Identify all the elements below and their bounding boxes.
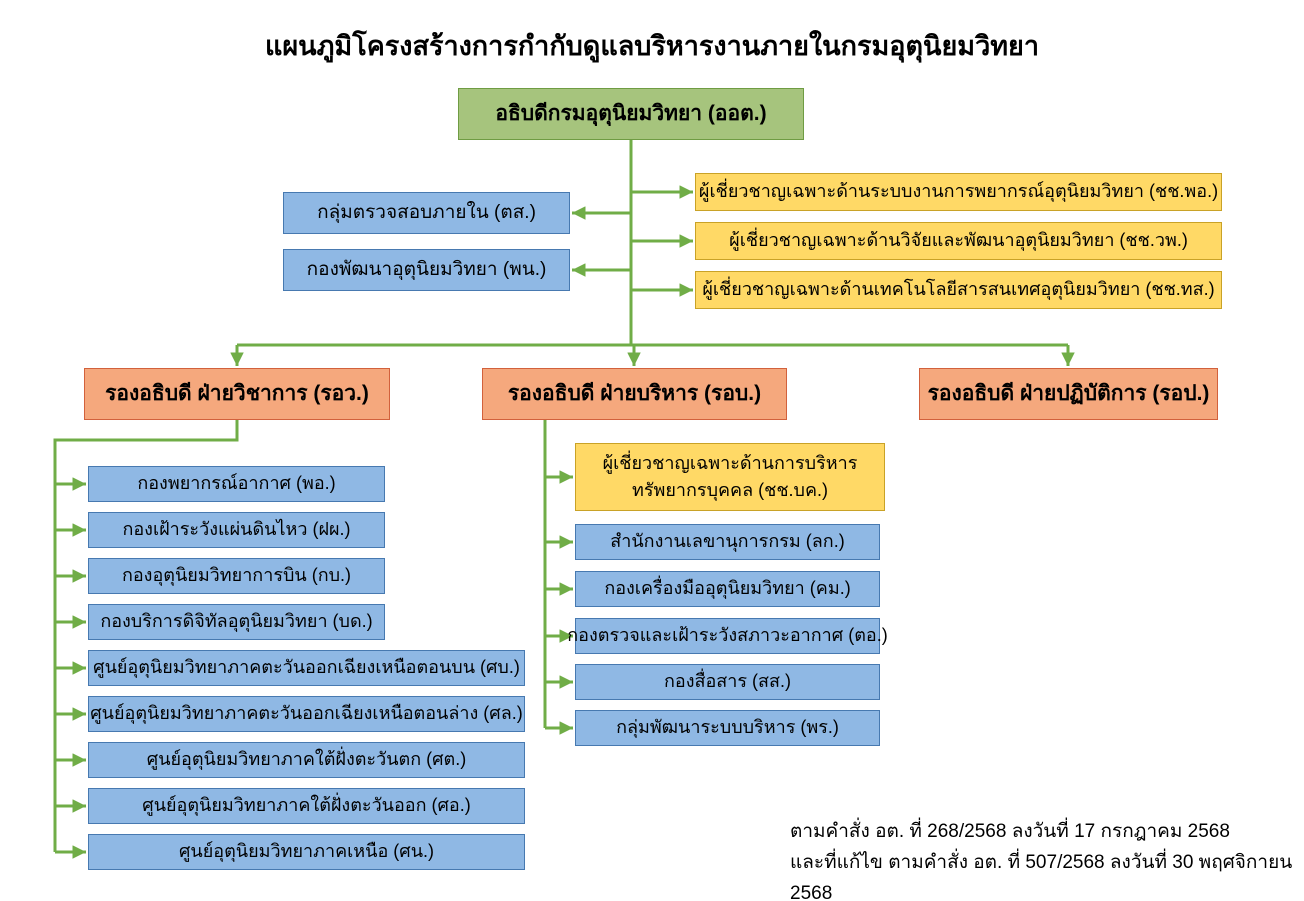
box-office-of-the-secretary: สำนักงานเลขานุการกรม (ลก.) xyxy=(575,524,880,560)
box-earthquake-observation-division: กองเฝ้าระวังแผ่นดินไหว (ฝผ.) xyxy=(88,512,385,548)
box-weather-forecast-division: กองพยากรณ์อากาศ (พอ.) xyxy=(88,466,385,502)
box-meteorological-instruments-division: กองเครื่องมืออุตุนิยมวิทยา (คม.) xyxy=(575,571,880,607)
box-deputy-operations: รองอธิบดี ฝ่ายปฏิบัติการ (รอป.) xyxy=(919,368,1218,420)
footnote: ตามคำสั่ง อต. ที่ 268/2568 ลงวันที่ 17 ก… xyxy=(790,816,1304,901)
box-director-general: อธิบดีกรมอุตุนิยมวิทยา (ออต.) xyxy=(458,88,804,140)
footnote-line1: ตามคำสั่ง อต. ที่ 268/2568 ลงวันที่ 17 ก… xyxy=(790,821,1230,842)
expert-hr-line2: ทรัพยากรบุคคล (ชช.บค.) xyxy=(631,480,829,500)
chart-title: แผนภูมิโครงสร้างการกำกับดูแลบริหารงานภาย… xyxy=(264,31,1040,61)
box-southern-west-coast-meteorological-center: ศูนย์อุตุนิยมวิทยาภาคใต้ฝั่งตะวันตก (ศต.… xyxy=(88,742,525,778)
box-expert-human-resources: ผู้เชี่ยวชาญเฉพาะด้านการบริหาร ทรัพยากรบ… xyxy=(575,443,885,511)
box-communication-division: กองสื่อสาร (สส.) xyxy=(575,664,880,700)
box-upper-northeastern-meteorological-center: ศูนย์อุตุนิยมวิทยาภาคตะวันออกเฉียงเหนือต… xyxy=(88,650,525,686)
box-weather-observation-division: กองตรวจและเฝ้าระวังสภาวะอากาศ (ตอ.) xyxy=(567,618,888,654)
box-deputy-academic: รองอธิบดี ฝ่ายวิชาการ (รอว.) xyxy=(84,368,390,420)
box-expert-research-development: ผู้เชี่ยวชาญเฉพาะด้านวิจัยและพัฒนาอุตุนิ… xyxy=(695,222,1222,260)
box-internal-audit-group: กลุ่มตรวจสอบภายใน (ตส.) xyxy=(283,192,570,234)
box-lower-northeastern-meteorological-center: ศูนย์อุตุนิยมวิทยาภาคตะวันออกเฉียงเหนือต… xyxy=(88,696,525,732)
box-southern-east-coast-meteorological-center: ศูนย์อุตุนิยมวิทยาภาคใต้ฝั่งตะวันออก (ศอ… xyxy=(88,788,525,824)
box-expert-information-technology: ผู้เชี่ยวชาญเฉพาะด้านเทคโนโลยีสารสนเทศอุ… xyxy=(695,271,1222,309)
box-meteorological-development-division: กองพัฒนาอุตุนิยมวิทยา (พน.) xyxy=(283,249,570,291)
box-deputy-administration: รองอธิบดี ฝ่ายบริหาร (รอบ.) xyxy=(482,368,787,420)
box-administrative-system-development-group: กลุ่มพัฒนาระบบบริหาร (พร.) xyxy=(575,710,880,746)
expert-hr-line1: ผู้เชี่ยวชาญเฉพาะด้านการบริหาร xyxy=(602,453,858,473)
box-northern-meteorological-center: ศูนย์อุตุนิยมวิทยาภาคเหนือ (ศน.) xyxy=(88,834,525,870)
box-aeronautical-meteorology-division: กองอุตุนิยมวิทยาการบิน (กบ.) xyxy=(88,558,385,594)
box-expert-forecast-systems: ผู้เชี่ยวชาญเฉพาะด้านระบบงานการพยากรณ์อุ… xyxy=(695,173,1222,211)
box-digital-meteorological-services-division: กองบริการดิจิทัลอุตุนิยมวิทยา (บด.) xyxy=(88,604,385,640)
footnote-line2: และที่แก้ไข ตามคำสั่ง อต. ที่ 507/2568 ล… xyxy=(790,852,1293,901)
